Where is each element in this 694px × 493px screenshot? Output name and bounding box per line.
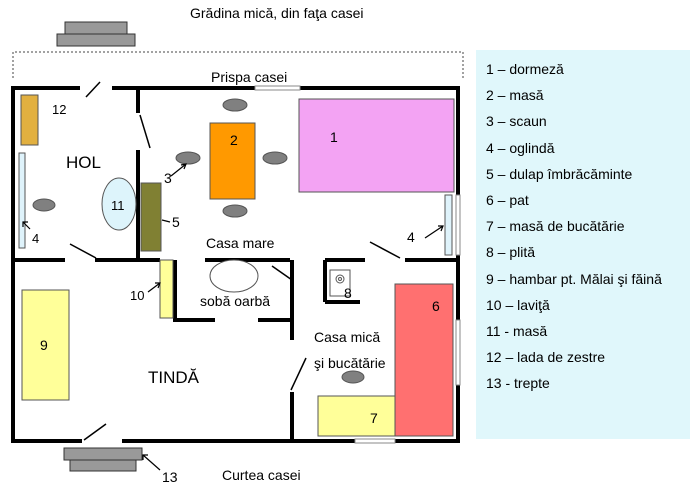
table	[209, 122, 256, 200]
grain-bin	[21, 289, 70, 401]
mirror-right	[444, 194, 453, 256]
legend-item: 8 – plită	[486, 244, 536, 261]
tinda-label: TINDĂ	[148, 368, 200, 387]
marker-9: 9	[40, 337, 48, 353]
marker-8: 8	[344, 285, 352, 301]
wardrobe	[140, 182, 162, 252]
marker-1: 1	[330, 129, 338, 145]
soba-oarba-label: sobă oarbă	[200, 293, 270, 309]
interior-walls	[15, 88, 458, 441]
front-steps-upper	[64, 21, 128, 35]
leader-arrows	[22, 163, 444, 471]
casa-mare-label: Casa mare	[206, 235, 275, 251]
marker-5: 5	[172, 214, 180, 230]
chair	[222, 98, 248, 112]
legend-item: 1 – dormeză	[486, 61, 564, 77]
door-swings	[69, 81, 401, 441]
legend: 1 – dormeză 2 – masă 3 – scaun 4 – oglin…	[476, 50, 690, 439]
chairs	[32, 98, 365, 384]
legend-item: 4 – oglindă	[486, 139, 555, 156]
marker-10: 10	[130, 288, 144, 303]
marker-12: 12	[52, 102, 66, 117]
legend-item: 5 – dulap îmbrăcăminte	[486, 165, 633, 182]
mirror-left	[18, 152, 26, 249]
bench	[159, 259, 174, 319]
dormeza	[298, 98, 455, 193]
kitchen-table	[317, 395, 396, 437]
marker-4-left: 4	[32, 231, 39, 246]
blind-stove	[209, 259, 259, 293]
chair	[222, 204, 248, 218]
windows	[254, 85, 461, 444]
chair	[32, 198, 56, 212]
chair	[262, 151, 288, 165]
dowry-chest	[20, 94, 39, 146]
legend-item: 2 – masă	[486, 87, 544, 104]
back-steps-lower	[69, 459, 137, 472]
porch-label: Prispa casei	[211, 69, 287, 85]
back-steps-upper	[63, 447, 143, 461]
hol-label: HOL	[66, 153, 101, 172]
outer-walls	[11, 86, 460, 443]
bucatarie-label: şi bucătărie	[314, 355, 386, 371]
legend-item: 6 – pat	[486, 192, 529, 209]
marker-7: 7	[370, 410, 378, 426]
bed	[394, 283, 454, 437]
bottom-title: Curtea casei	[222, 467, 301, 483]
front-steps-lower	[56, 33, 136, 47]
cooking-plate-ring-inner	[338, 277, 342, 281]
legend-item: 13 - trepte	[486, 375, 550, 392]
marker-11: 11	[111, 198, 125, 213]
marker-4-right: 4	[407, 229, 415, 245]
marker-2: 2	[230, 132, 238, 148]
cooking-plate-ring	[335, 274, 345, 284]
legend-item: 9 – hambar pt. Mălai şi făină	[486, 270, 662, 287]
legend-item: 11 - masă	[486, 323, 548, 340]
chair	[341, 370, 365, 384]
chair	[175, 151, 201, 165]
top-title: Grădina mică, din faţa casei	[190, 5, 364, 21]
legend-item: 7 – masă de bucătărie	[486, 218, 625, 235]
porch-outline	[12, 51, 464, 78]
casa-mica-label: Casa mică	[314, 329, 380, 345]
marker-6: 6	[432, 298, 440, 314]
legend-item: 12 – lada de zestre	[486, 349, 606, 366]
marker-3: 3	[164, 170, 172, 186]
round-table	[101, 177, 137, 231]
marker-13: 13	[162, 469, 178, 485]
legend-item: 3 – scaun	[486, 113, 547, 130]
legend-item: 10 – laviţă	[486, 296, 550, 313]
